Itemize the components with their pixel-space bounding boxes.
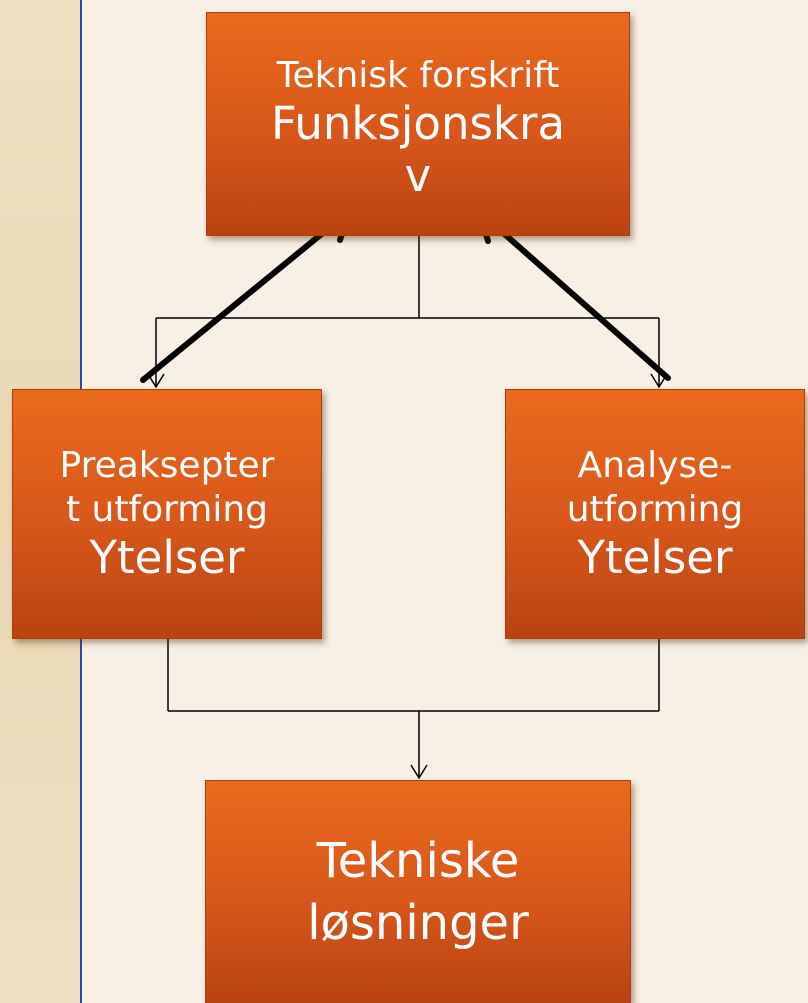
analysis-design-box: Analyse- utforming Ytelser	[505, 389, 805, 639]
right-box-line-3: Ytelser	[577, 531, 733, 584]
bottom-trunk-arrowhead	[410, 764, 428, 780]
right-diagonal-arrow	[481, 213, 671, 381]
technical-solutions-box: Tekniske løsninger	[205, 780, 631, 1003]
bottom-box-line-1: Tekniske	[316, 832, 520, 889]
left-box-line-1: Preaksepter	[59, 445, 275, 486]
top-box-line-1: Teknisk forskrift	[276, 55, 560, 96]
bottom-box-line-2: løsninger	[307, 894, 529, 951]
right-box-line-2: utforming	[566, 489, 744, 530]
left-box-line-2: t utforming	[65, 489, 269, 530]
top-box-line-3: v	[404, 149, 432, 202]
right-box-line-1: Analyse-	[577, 445, 733, 486]
technical-regulation-box: Teknisk forskrift Funksjonskra v	[206, 12, 630, 236]
left-drop-arrowhead	[147, 373, 165, 389]
left-box-line-3: Ytelser	[89, 531, 245, 584]
left-diagonal-arrow	[140, 211, 349, 383]
top-box-line-2: Funksjonskra	[270, 97, 566, 150]
preaccepted-design-box: Preaksepter t utforming Ytelser	[12, 389, 322, 639]
